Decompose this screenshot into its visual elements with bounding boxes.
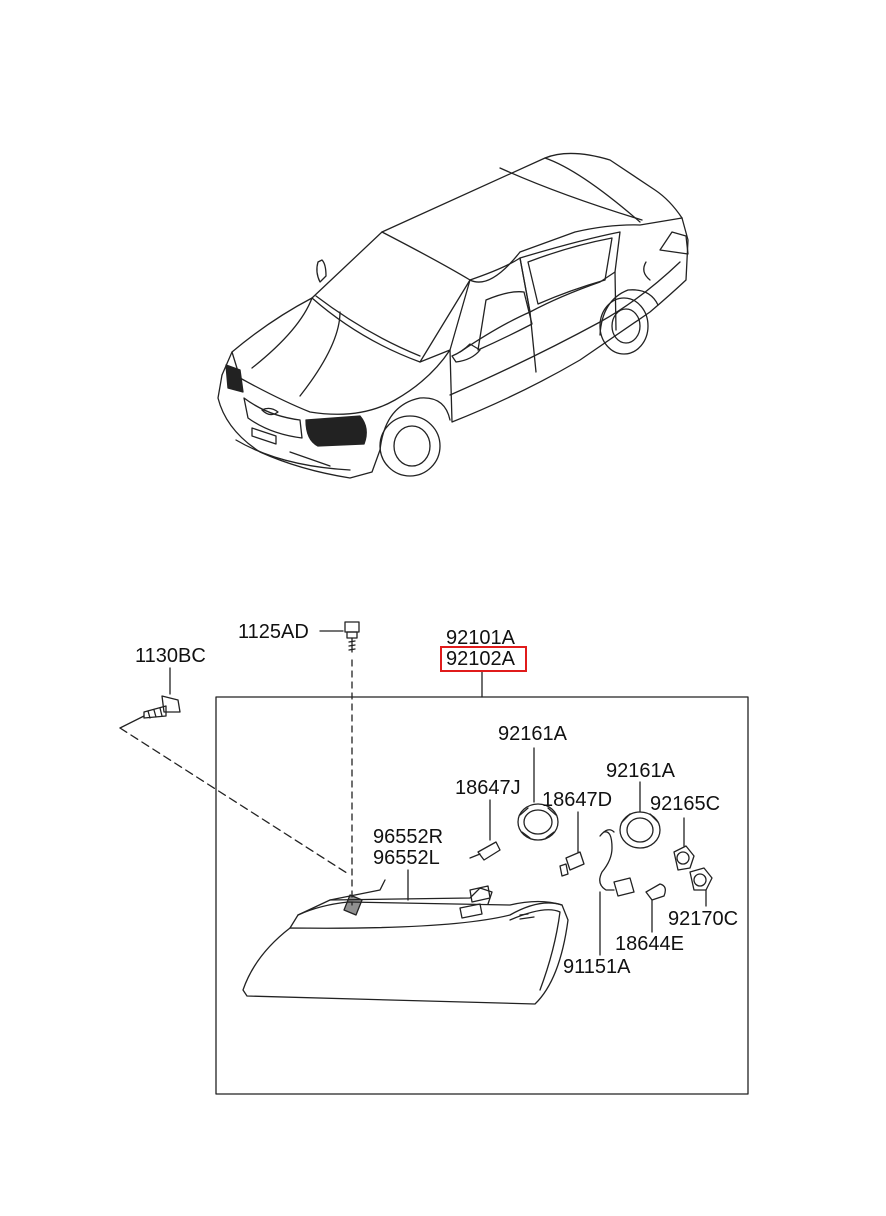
label-92101A: 92101A — [446, 627, 515, 649]
socket-92165C — [673, 817, 695, 871]
bulb-18644E — [645, 883, 666, 933]
assembly-box — [215, 671, 749, 1095]
headlamp-housing — [242, 869, 569, 1005]
label-92170C: 92170C — [668, 908, 739, 930]
highlight-box — [440, 646, 527, 672]
ring-92161A-right — [619, 781, 661, 849]
label-1130BC: 1130BC — [135, 645, 206, 667]
bulb-18647J — [469, 799, 501, 861]
screw-1125AD — [319, 621, 360, 906]
socket-92170C — [689, 867, 713, 907]
car-illustration — [217, 152, 689, 479]
label-92161A-left: 92161A — [498, 723, 567, 745]
label-18647J: 18647J — [455, 777, 521, 799]
label-92102A[interactable]: 92102A — [446, 648, 515, 670]
bulb-18647D — [559, 811, 585, 877]
label-18647D: 18647D — [542, 789, 613, 811]
label-92165C: 92165C — [650, 793, 721, 815]
harness-91151A — [599, 829, 635, 956]
label-1125AD: 1125AD — [238, 621, 309, 643]
ring-92161A-left — [517, 747, 559, 841]
screw-1130BC — [119, 667, 351, 876]
label-96552L: 96552L — [373, 847, 440, 869]
label-96552R: 96552R — [373, 826, 444, 848]
label-92161A-right: 92161A — [606, 760, 675, 782]
label-91151A: 91151A — [563, 956, 631, 978]
label-18644E: 18644E — [615, 933, 684, 955]
